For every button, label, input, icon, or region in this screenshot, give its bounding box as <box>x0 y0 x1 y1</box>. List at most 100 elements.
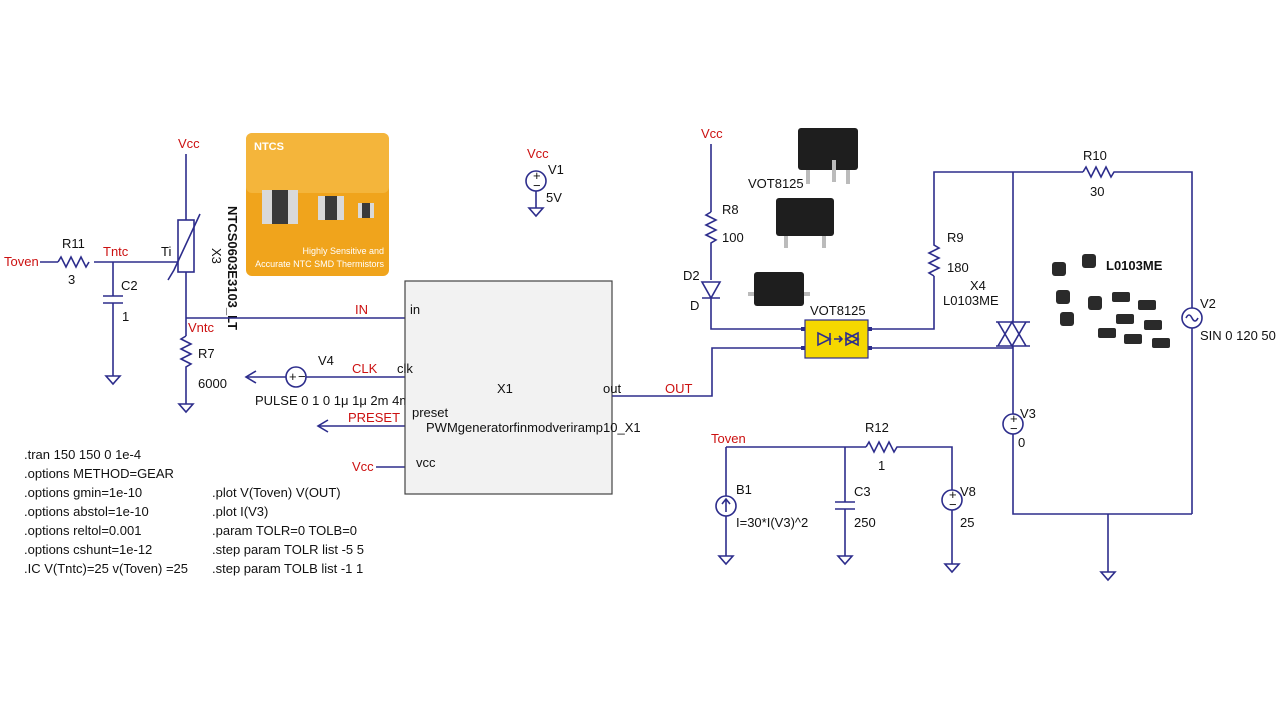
net-label-in: IN <box>355 302 368 317</box>
resistor-r7 <box>179 335 193 404</box>
svg-text:−: − <box>1010 421 1018 436</box>
r11-name: R11 <box>62 236 85 251</box>
directive-line: .param TOLR=0 TOLB=0 <box>212 523 357 538</box>
x3-part: NTCS0603E3103_LT <box>225 206 240 330</box>
vot8125-photo-3 <box>748 272 810 306</box>
svg-text:−: − <box>533 178 541 193</box>
r8-name: R8 <box>722 202 739 217</box>
resistor-r8 <box>704 211 718 280</box>
svg-text:+: + <box>289 369 297 384</box>
net-label-out: OUT <box>665 381 693 396</box>
r9-value: 180 <box>947 260 969 275</box>
v8-name: V8 <box>960 484 976 499</box>
opto-led <box>817 331 832 347</box>
v8-value: 25 <box>960 515 974 530</box>
directive-line: .step param TOLB list -1 1 <box>212 561 363 576</box>
c3-name: C3 <box>854 484 871 499</box>
r12-name: R12 <box>865 420 889 435</box>
x1-name: X1 <box>497 381 513 396</box>
x1-pin-vcc: vcc <box>416 455 436 470</box>
x3-name: X3 <box>209 248 224 264</box>
net-label-vcc-v1: Vcc <box>527 146 549 161</box>
x1-pin-clk: clk <box>397 361 413 376</box>
v1-name: V1 <box>548 162 564 177</box>
directive-line: .options gmin=1e-10 <box>24 485 142 500</box>
capacitor-c3 <box>835 501 855 510</box>
ntcs-caption-1: Highly Sensitive and <box>302 246 384 256</box>
net-label-preset: PRESET <box>348 410 400 425</box>
l0103me-photo <box>1052 254 1170 348</box>
r7-name: R7 <box>198 346 215 361</box>
v3-value: 0 <box>1018 435 1025 450</box>
v1-value: 5V <box>546 190 562 205</box>
net-label-vntc: Vntc <box>188 320 215 335</box>
b1-name: B1 <box>736 482 752 497</box>
ground-c2 <box>104 375 122 386</box>
directive-line: .plot V(Toven) V(OUT) <box>212 485 341 500</box>
ground-v1 <box>527 207 545 218</box>
r10-name: R10 <box>1083 148 1107 163</box>
arrow-preset <box>316 419 329 433</box>
resistor-r9 <box>927 171 1083 277</box>
ntcs-brand: NTCS <box>254 141 284 153</box>
capacitor-c2 <box>103 295 123 304</box>
resistor-r11 <box>57 255 90 269</box>
v3-name: V3 <box>1020 406 1036 421</box>
directives-left: .tran 150 150 0 1e-4 .options METHOD=GEA… <box>24 447 188 576</box>
vot8125-photo-label: VOT8125 <box>748 176 804 191</box>
svg-text:+: + <box>533 168 541 183</box>
ground-v8 <box>943 563 961 574</box>
svg-text:+: + <box>949 487 957 502</box>
arrow-v4 <box>244 370 257 384</box>
ground-main <box>1099 571 1117 582</box>
x1-pin-in: in <box>410 302 420 317</box>
directive-line: .options cshunt=1e-12 <box>24 542 152 557</box>
r11-value: 3 <box>68 272 75 287</box>
svg-text:−: − <box>949 497 957 512</box>
x4-part: L0103ME <box>943 293 999 308</box>
r10-value: 30 <box>1090 184 1104 199</box>
c2-name: C2 <box>121 278 138 293</box>
r7-value: 6000 <box>198 376 227 391</box>
vot8125-photo-1 <box>798 128 858 184</box>
x3-pin-ti: Ti <box>161 244 171 259</box>
net-label-tntc-text: Tntc <box>103 244 129 259</box>
d2-value: D <box>690 298 699 313</box>
v4-value: PULSE 0 1 0 1μ 1μ 2m 4m <box>255 393 410 408</box>
net-label-vcc-x1: Vcc <box>352 459 374 474</box>
r9-name: R9 <box>947 230 964 245</box>
x1-model: PWMgeneratorfinmodveriramp10_X1 <box>426 420 641 435</box>
v2-value: SIN 0 120 50 <box>1200 328 1276 343</box>
diode-d2 <box>700 281 722 300</box>
directive-line: .options reltol=0.001 <box>24 523 141 538</box>
c3-value: 250 <box>854 515 876 530</box>
directive-line: .options abstol=1e-10 <box>24 504 149 519</box>
opto-triac <box>844 331 860 347</box>
r8-value: 100 <box>722 230 744 245</box>
c2-value: 1 <box>122 309 129 324</box>
ntcs-product-photo: NTCS Highly Sensitive and Accurate NTC S… <box>246 133 389 276</box>
directive-line: .options METHOD=GEAR <box>24 466 174 481</box>
net-label-toven-left: Toven <box>4 254 39 269</box>
directives-right: .plot V(Toven) V(OUT) .plot I(V3) .param… <box>212 485 364 576</box>
ground-b1 <box>717 555 735 566</box>
net-label-vcc-r8: Vcc <box>701 126 723 141</box>
ground-r7 <box>177 403 195 414</box>
r12-value: 1 <box>878 458 885 473</box>
d2-name: D2 <box>683 268 700 283</box>
directive-line: .IC V(Tntc)=25 v(Toven) =25 <box>24 561 188 576</box>
net-label-vcc-ntc: Vcc <box>178 136 200 151</box>
v2-name: V2 <box>1200 296 1216 311</box>
x1-pin-out: out <box>603 381 621 396</box>
net-label-toven-right: Toven <box>711 431 746 446</box>
subcircuit-x1 <box>404 280 613 495</box>
vot8125-photo-2 <box>776 198 834 248</box>
svg-text:+: + <box>1010 411 1018 426</box>
svg-text:−: − <box>298 369 306 384</box>
x1-pin-preset: preset <box>412 405 449 420</box>
opto-name: VOT8125 <box>810 303 866 318</box>
directive-line: .tran 150 150 0 1e-4 <box>24 447 141 462</box>
directive-line: .step param TOLR list -5 5 <box>212 542 364 557</box>
ground-c3 <box>836 555 854 566</box>
